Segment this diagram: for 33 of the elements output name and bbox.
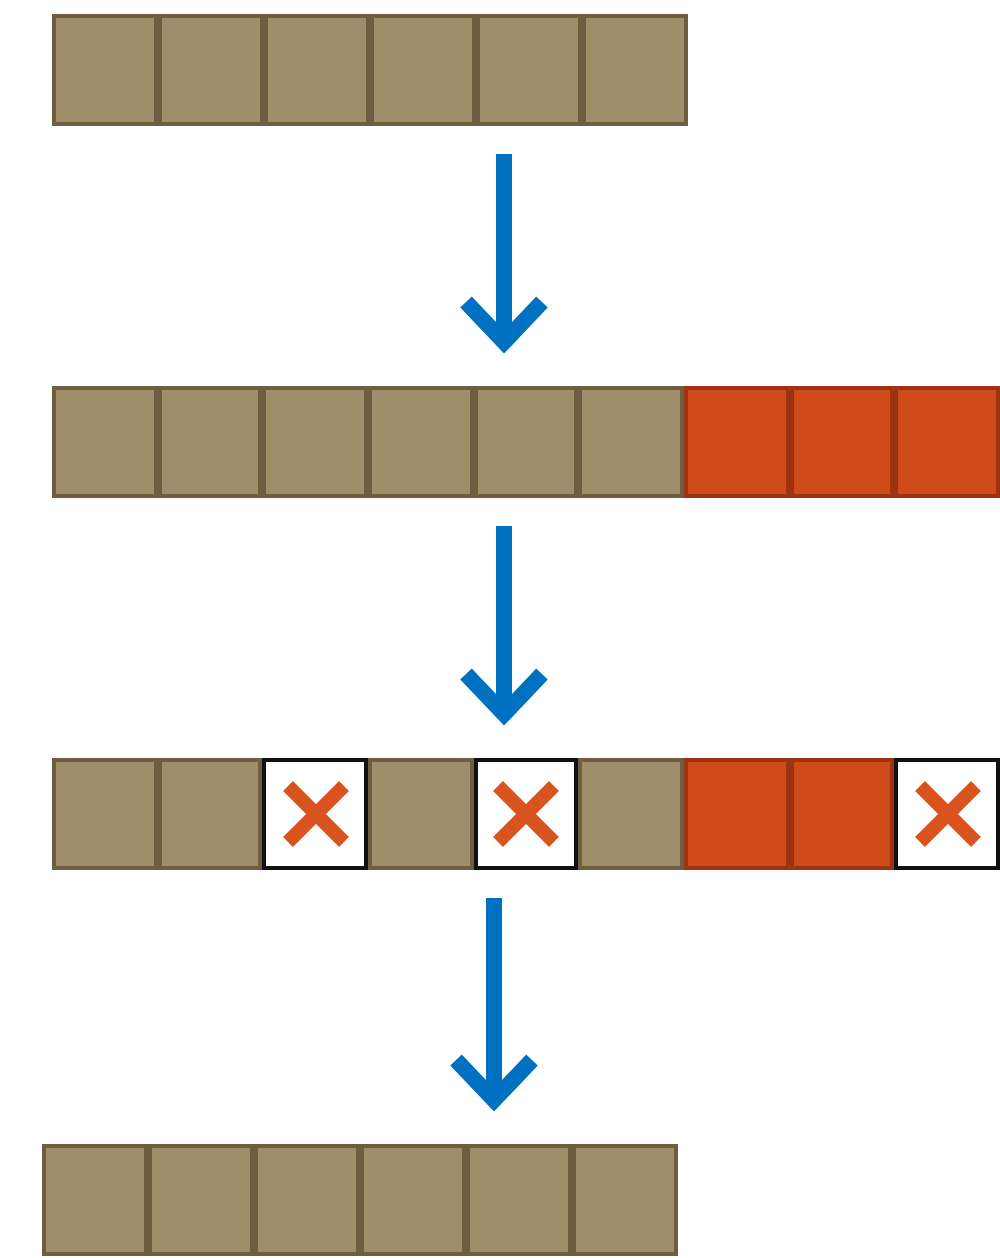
block-cell [52,14,158,126]
block-cell [466,1144,572,1256]
block-cell [572,1144,678,1256]
crossed-out-cell [473,758,579,870]
block-cell [158,14,264,126]
block-cell [367,386,474,498]
block-cell [473,386,579,498]
crossed-out-cell [894,758,1000,870]
block-cell [789,386,895,498]
block-cell [578,386,684,498]
block-cell [582,14,688,126]
block-cell [254,1144,360,1256]
down-arrow [448,898,540,1108]
block-cell [157,386,263,498]
down-arrow [458,154,550,350]
block-cell [264,14,370,126]
block-cell [683,758,790,870]
block-cell [148,1144,254,1256]
block-cell [370,14,476,126]
block-cell [52,386,158,498]
block-cell [476,14,582,126]
block-cell [367,758,474,870]
block-cell [262,386,368,498]
down-arrow [458,526,550,722]
block-cell [42,1144,148,1256]
block-cell [789,758,895,870]
block-cell [683,386,790,498]
block-cell [578,758,684,870]
crossed-out-cell [262,758,368,870]
block-cell [894,386,1000,498]
block-cell [157,758,263,870]
block-cell [52,758,158,870]
block-cell [360,1144,466,1256]
